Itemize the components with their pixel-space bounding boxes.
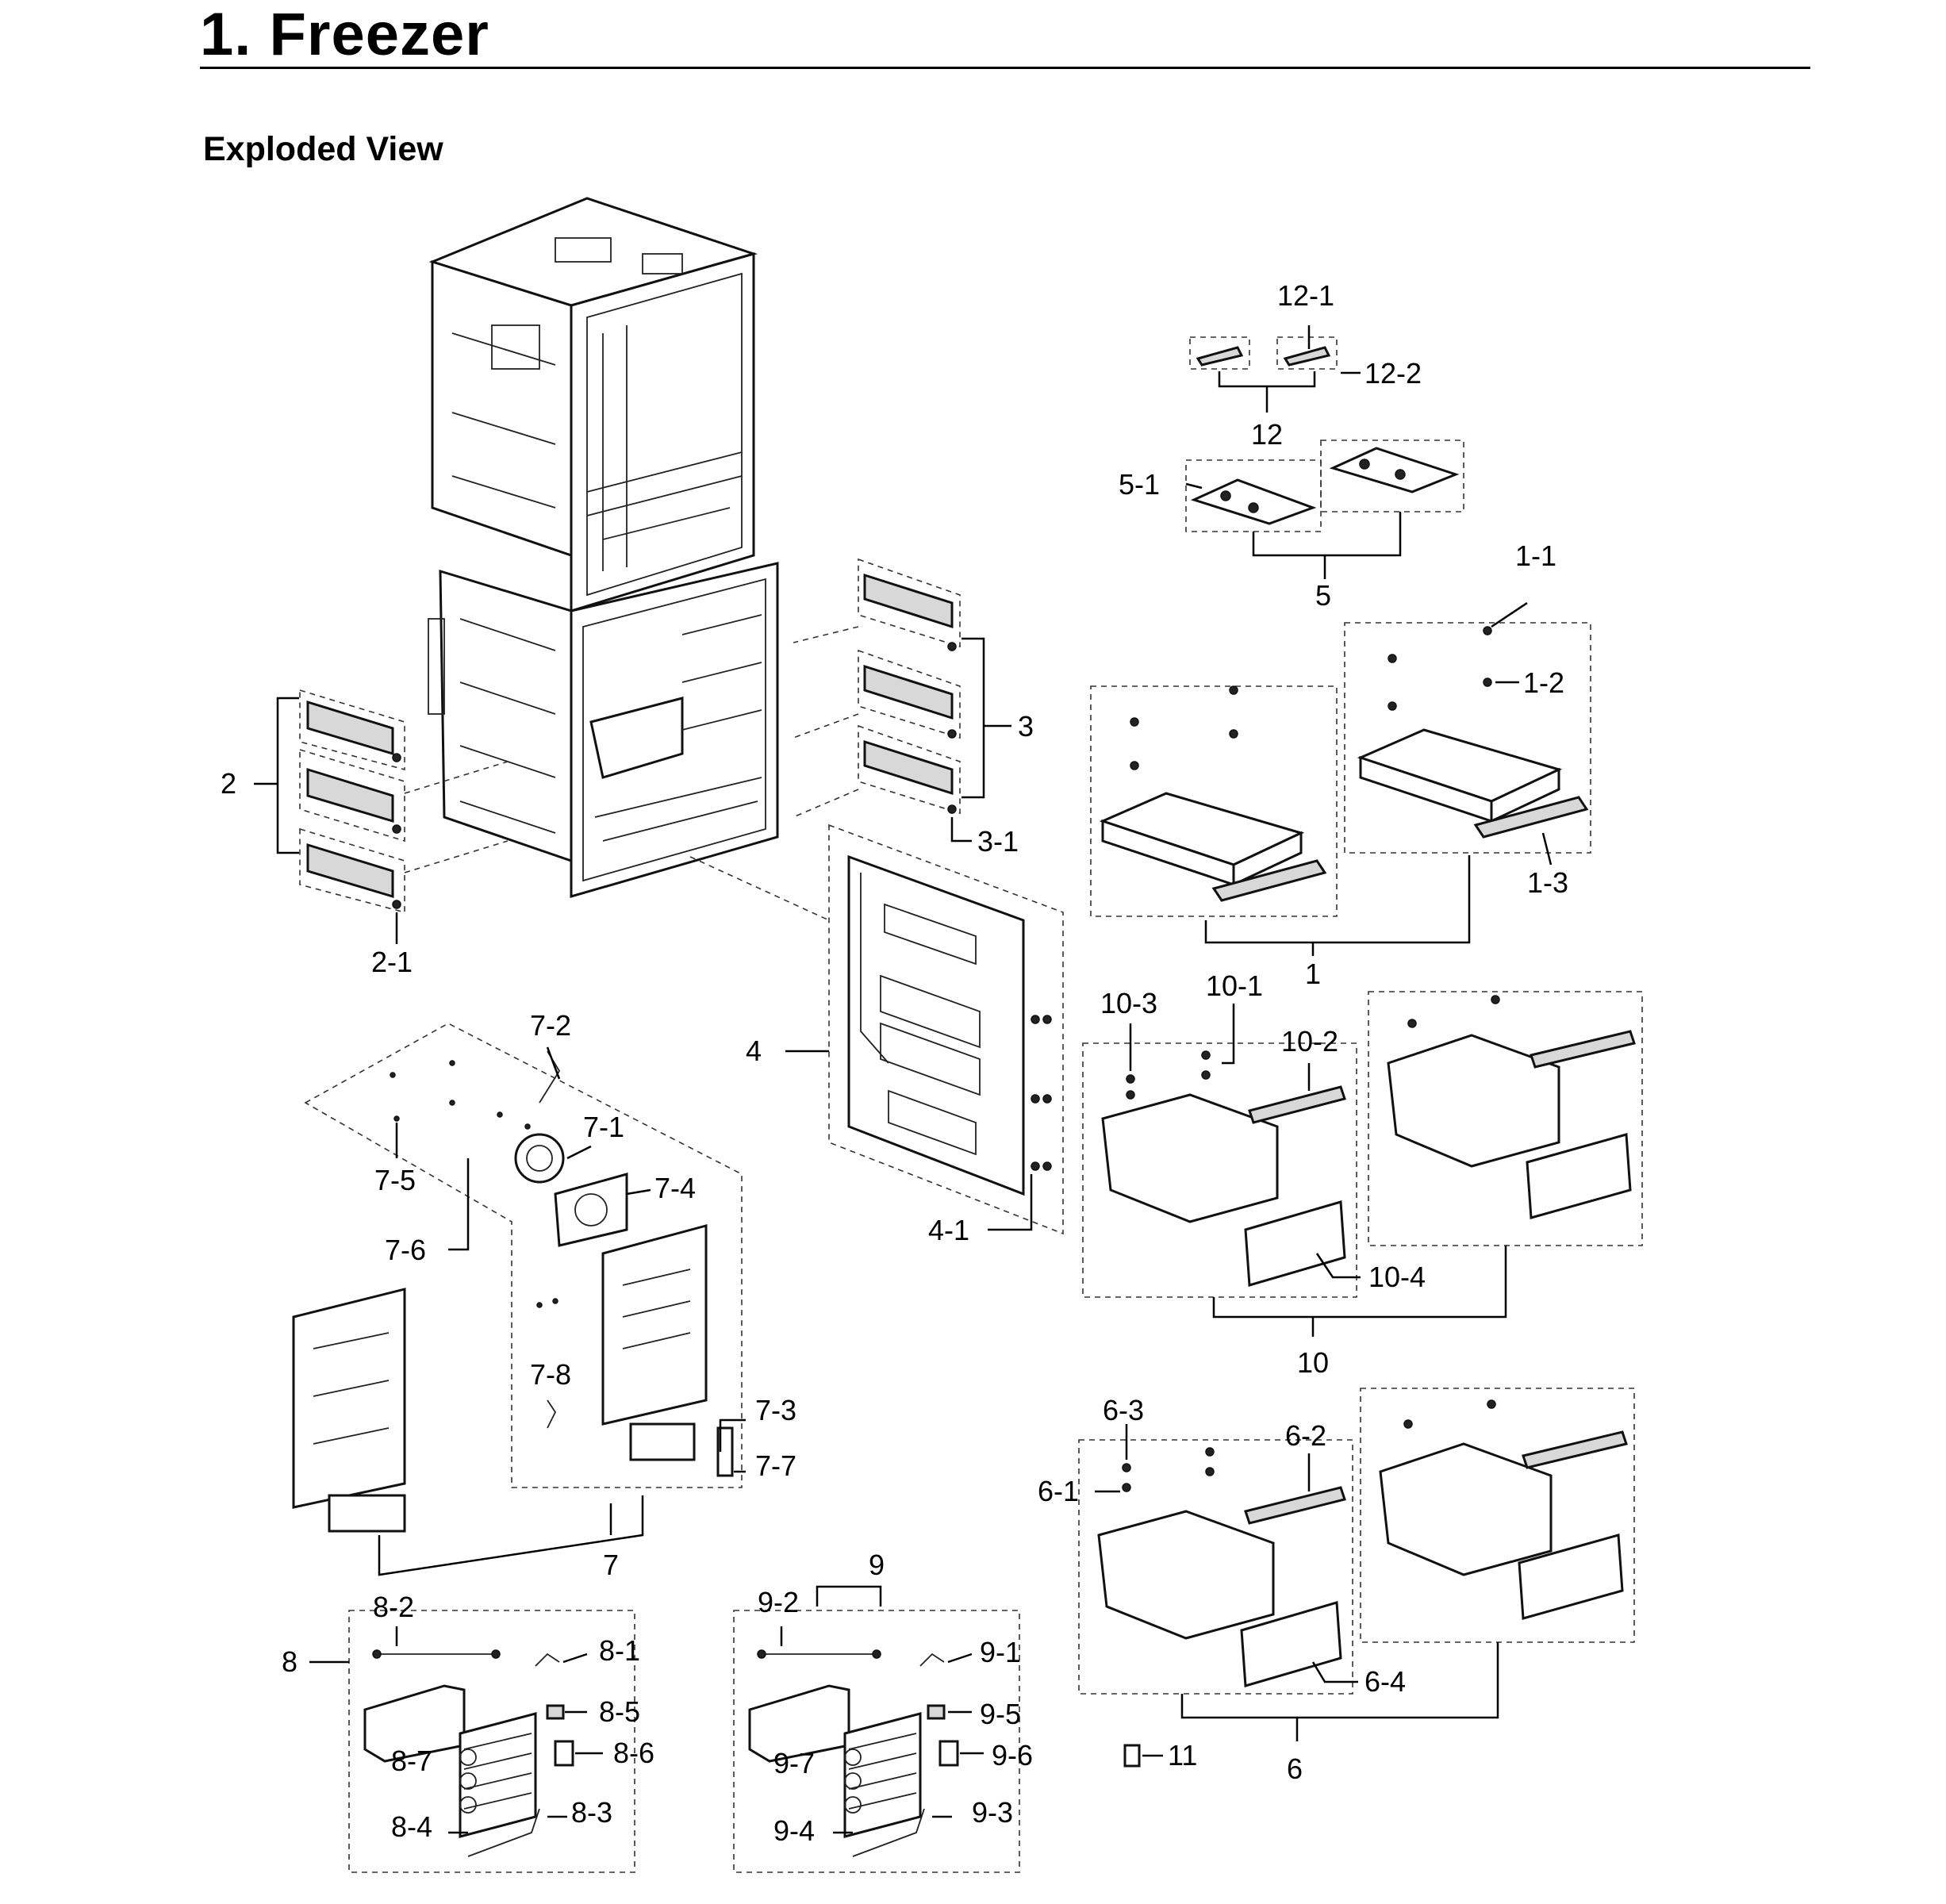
callout-1-1: 1-1 bbox=[1515, 539, 1556, 572]
callout-1-2: 1-2 bbox=[1523, 666, 1564, 699]
callout-7-1: 7-1 bbox=[583, 1111, 624, 1143]
callout-2-1: 2-1 bbox=[371, 946, 413, 978]
callout-1-3: 1-3 bbox=[1527, 866, 1568, 899]
callout-7-7: 7-7 bbox=[755, 1449, 796, 1482]
part-10-baskets bbox=[1082, 991, 1643, 1337]
part-12-brackets bbox=[1189, 325, 1361, 413]
callout-6-3: 6-3 bbox=[1103, 1394, 1144, 1426]
callout-3-1: 3-1 bbox=[977, 825, 1019, 858]
part-6-baskets bbox=[1078, 1388, 1635, 1741]
part-8-evaporator bbox=[309, 1610, 635, 1873]
callout-8-1: 8-1 bbox=[599, 1634, 640, 1667]
page-title: 1. Freezer bbox=[200, 1, 489, 68]
callout-7: 7 bbox=[603, 1549, 619, 1581]
callout-8-4: 8-4 bbox=[391, 1810, 432, 1843]
callout-labels: 12-1 12-2 12 5-1 5 1-1 1-2 1-3 1 3 3-1 2… bbox=[221, 279, 1568, 1847]
part-1-trays bbox=[1090, 601, 1591, 956]
callout-9-4: 9-4 bbox=[773, 1814, 815, 1847]
callout-6-1: 6-1 bbox=[1038, 1475, 1079, 1507]
callout-9-5: 9-5 bbox=[980, 1698, 1021, 1730]
callout-7-3: 7-3 bbox=[755, 1394, 796, 1426]
callout-10-2: 10-2 bbox=[1281, 1025, 1338, 1058]
callout-8: 8 bbox=[282, 1645, 297, 1678]
part-7-cover-assembly bbox=[292, 1023, 746, 1576]
callout-9-1: 9-1 bbox=[980, 1636, 1021, 1668]
callout-7-8: 7-8 bbox=[530, 1358, 571, 1391]
callout-8-7: 8-7 bbox=[391, 1745, 432, 1777]
part-2-rails bbox=[299, 689, 509, 914]
callout-2: 2 bbox=[221, 767, 236, 800]
part-9-evaporator bbox=[733, 1585, 1020, 1873]
title-underline bbox=[200, 67, 1810, 69]
callout-7-2: 7-2 bbox=[530, 1009, 571, 1042]
callout-9: 9 bbox=[869, 1549, 885, 1581]
callout-8-5: 8-5 bbox=[599, 1695, 640, 1728]
callout-6-4: 6-4 bbox=[1365, 1665, 1406, 1698]
callout-6: 6 bbox=[1287, 1752, 1303, 1785]
callout-12-2: 12-2 bbox=[1365, 357, 1422, 390]
callout-7-6: 7-6 bbox=[385, 1234, 426, 1266]
callout-9-2: 9-2 bbox=[758, 1586, 799, 1618]
section-subtitle: Exploded View bbox=[203, 130, 443, 168]
callout-9-6: 9-6 bbox=[992, 1739, 1033, 1772]
callout-1: 1 bbox=[1305, 958, 1321, 990]
callout-10-3: 10-3 bbox=[1100, 987, 1157, 1019]
callout-3: 3 bbox=[1018, 710, 1034, 743]
callout-4-1: 4-1 bbox=[928, 1214, 969, 1246]
callout-9-3: 9-3 bbox=[972, 1796, 1013, 1829]
part-11-clip bbox=[1123, 1744, 1163, 1768]
callout-12-1: 12-1 bbox=[1277, 279, 1334, 312]
callout-9-7: 9-7 bbox=[773, 1747, 815, 1779]
callout-12: 12 bbox=[1251, 418, 1283, 451]
callout-10: 10 bbox=[1297, 1346, 1329, 1379]
part-3-rails bbox=[793, 558, 961, 818]
freezer-cabinet bbox=[428, 197, 779, 898]
callout-10-1: 10-1 bbox=[1206, 969, 1263, 1002]
callout-8-6: 8-6 bbox=[613, 1737, 654, 1769]
callout-10-4: 10-4 bbox=[1368, 1261, 1426, 1293]
callout-8-2: 8-2 bbox=[373, 1591, 414, 1623]
callout-7-4: 7-4 bbox=[654, 1172, 696, 1204]
callout-7-5: 7-5 bbox=[374, 1164, 416, 1196]
part-5-shelves bbox=[1185, 440, 1464, 579]
callout-6-2: 6-2 bbox=[1285, 1419, 1326, 1452]
callout-11: 11 bbox=[1168, 1739, 1197, 1772]
part-4-panel bbox=[689, 823, 1064, 1235]
callout-5-1: 5-1 bbox=[1119, 468, 1160, 501]
callout-4: 4 bbox=[746, 1035, 762, 1067]
callout-5: 5 bbox=[1315, 579, 1331, 612]
callout-8-3: 8-3 bbox=[571, 1796, 612, 1829]
